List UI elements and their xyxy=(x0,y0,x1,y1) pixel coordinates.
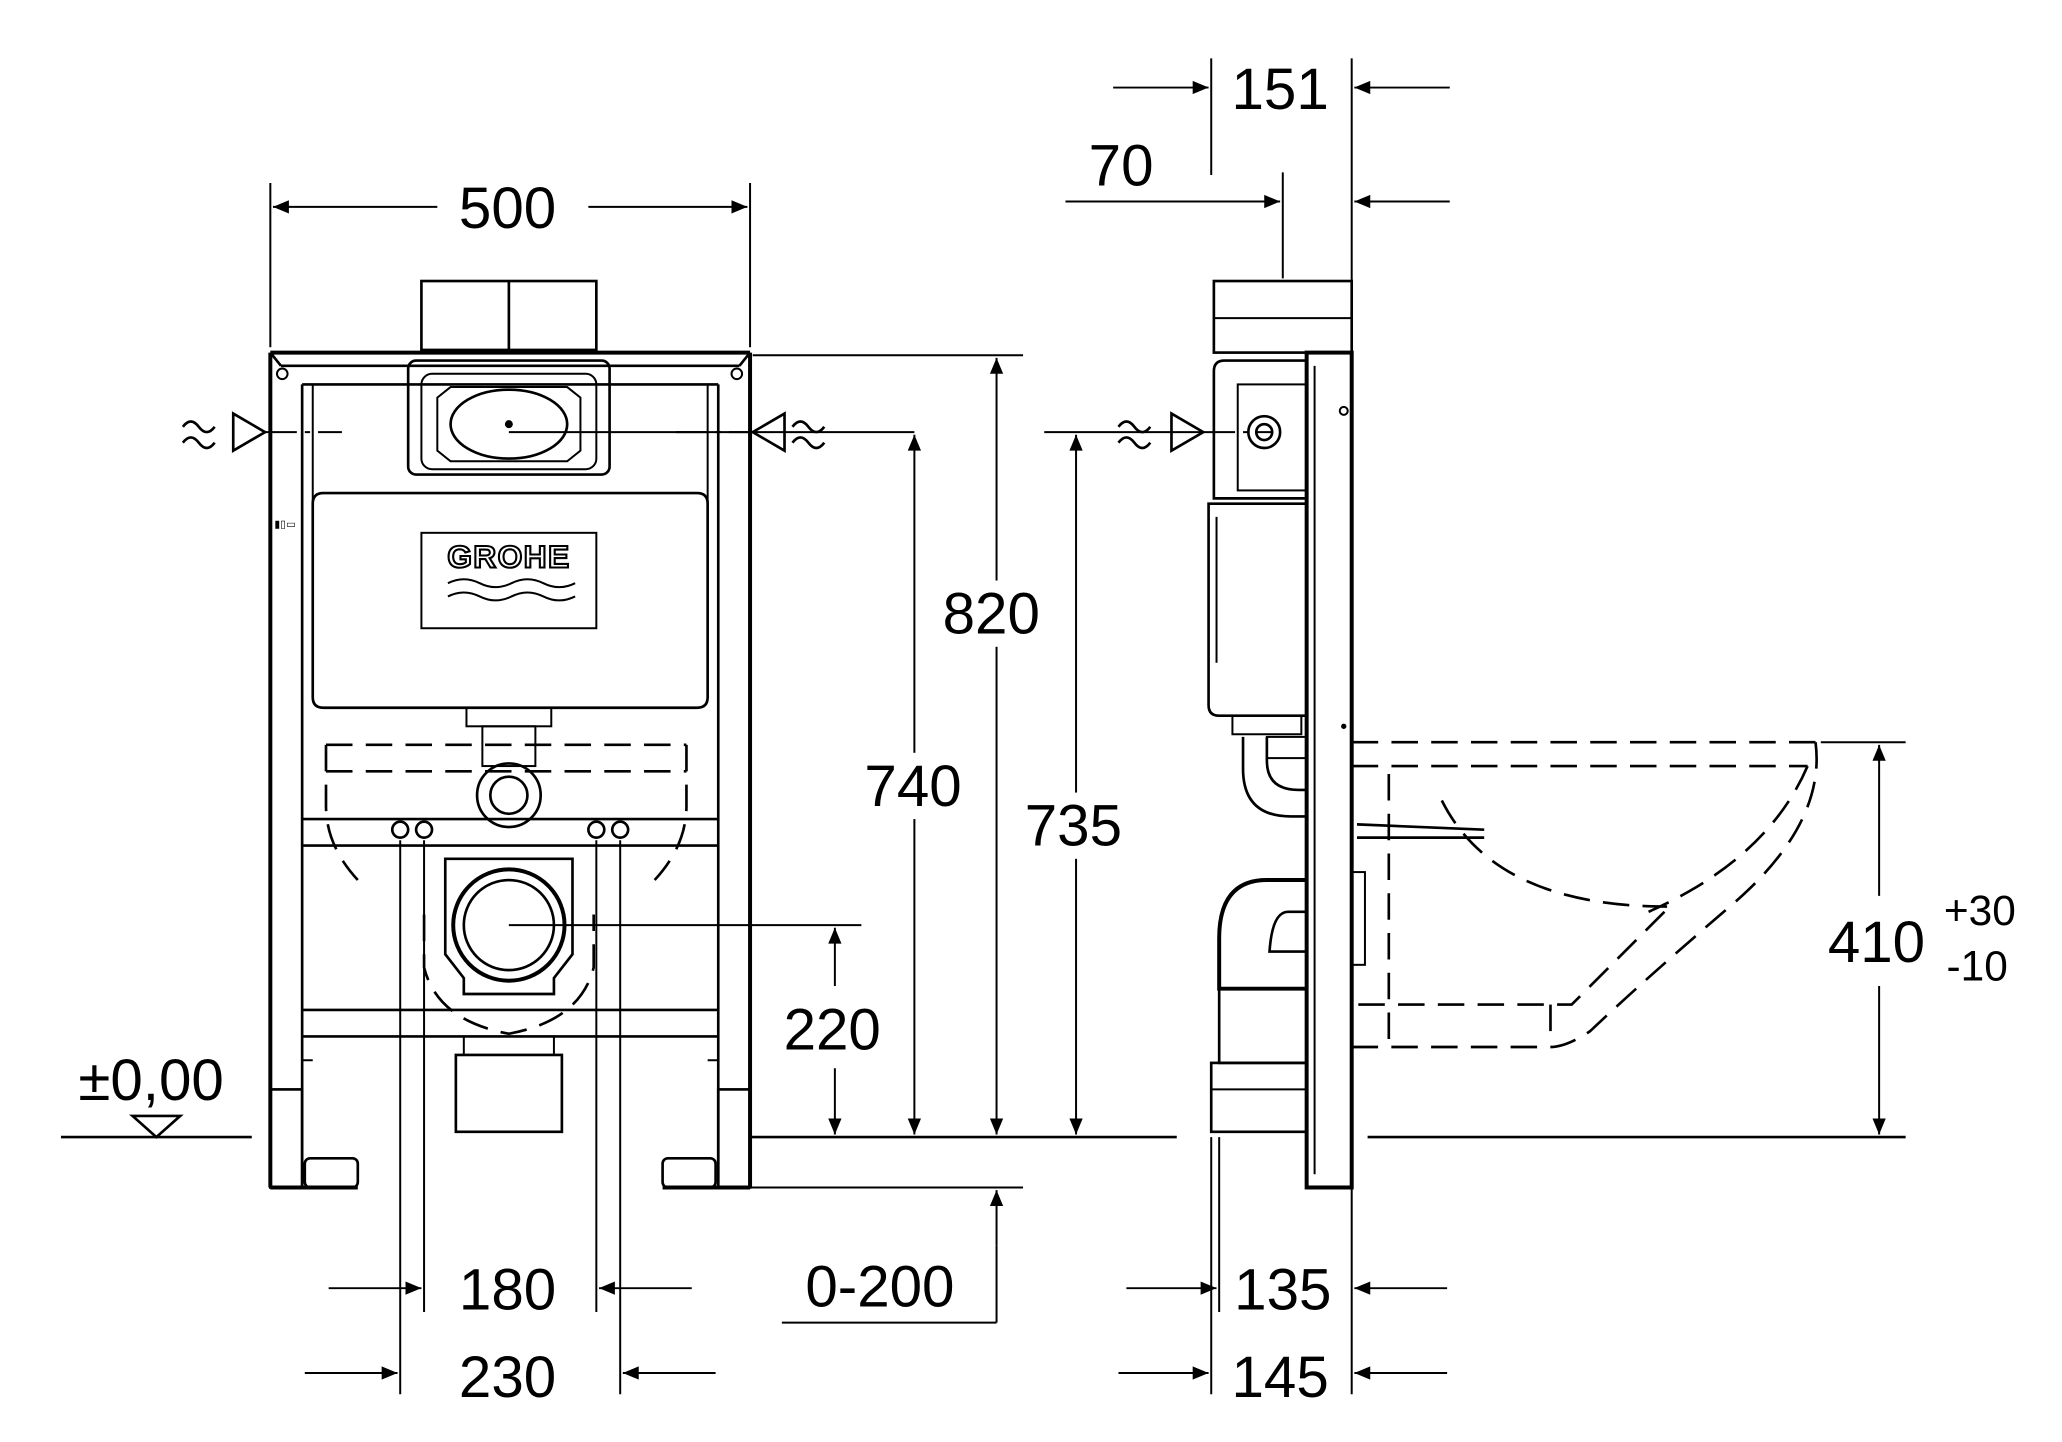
front-view: GROHE ▮▯▭ xyxy=(60,176,1177,1410)
waste-bend-side xyxy=(1209,871,1366,1134)
flush-grill-side xyxy=(1212,279,1354,354)
dim-width-label: 500 xyxy=(459,176,556,241)
grohe-logo: GROHE xyxy=(447,538,570,574)
dim-height-total-label: 820 xyxy=(943,582,1040,647)
flush-pipe-front xyxy=(465,706,553,829)
dim-height-820: 820 xyxy=(752,354,1061,1135)
dim-width-500: 500 xyxy=(269,176,752,348)
dim-depth-145: 145 xyxy=(1118,1137,1448,1410)
water-inlet-right xyxy=(508,411,915,453)
frame-front xyxy=(268,350,753,1190)
valve-housing-front xyxy=(406,359,611,476)
dim-offset-70: 70 xyxy=(1065,134,1450,279)
dim-height-735: 735 xyxy=(1012,431,1204,1135)
waste-outlet-front xyxy=(443,857,862,1134)
dim-seat-height-label: 410 xyxy=(1828,910,1925,975)
dim-inlet-spacing-230: 230 xyxy=(304,840,716,1410)
floor-level-label: ±0,00 xyxy=(78,1048,223,1113)
side-view: 151 70 735 410 +30 -10 xyxy=(1012,57,2016,1410)
dim-depth-135: 135 xyxy=(1126,1137,1448,1395)
cistern-front: GROHE ▮▯▭ xyxy=(274,491,709,710)
dim-seat-tol-minus: -10 xyxy=(1947,943,2008,990)
dim-depth-total-label: 145 xyxy=(1231,1345,1328,1410)
dim-cistern-offset-label: 70 xyxy=(1089,134,1154,199)
dim-depth-top-label: 151 xyxy=(1231,57,1328,122)
flush-grill-front xyxy=(420,279,598,352)
dim-inlet-spacing-180: 180 xyxy=(328,840,692,1322)
dim-inlet-inner-label: 180 xyxy=(459,1257,556,1322)
dim-inlet-height-label: 735 xyxy=(1025,794,1122,859)
dim-seat-height-410: 410 +30 -10 xyxy=(1820,741,2016,1135)
wc-pan-outline-side xyxy=(1351,740,1818,1049)
svg-text:▮▯▭: ▮▯▭ xyxy=(274,519,296,531)
dim-inlet-outer-label: 230 xyxy=(459,1345,556,1410)
bowl-outline-front xyxy=(324,743,688,1036)
dim-height-frame-label: 740 xyxy=(864,754,961,819)
frame-post-side xyxy=(1304,350,1354,1190)
mounting-studs xyxy=(390,820,630,839)
dim-depth-frame-label: 135 xyxy=(1234,1257,1331,1322)
dim-height-220: 220 xyxy=(784,927,881,1135)
dim-height-740: 740 xyxy=(853,434,976,1135)
dim-seat-tol-plus: +30 xyxy=(1944,887,2016,934)
water-inlet-left xyxy=(181,411,342,453)
dim-foot-0-200: 0-200 xyxy=(750,1186,1024,1324)
dim-outlet-height-label: 220 xyxy=(784,998,881,1063)
floor-line-front xyxy=(60,1114,1177,1139)
dim-depth-151: 151 xyxy=(1113,57,1450,348)
dim-foot-adjust-label: 0-200 xyxy=(805,1255,954,1320)
cistern-side xyxy=(1207,359,1308,818)
